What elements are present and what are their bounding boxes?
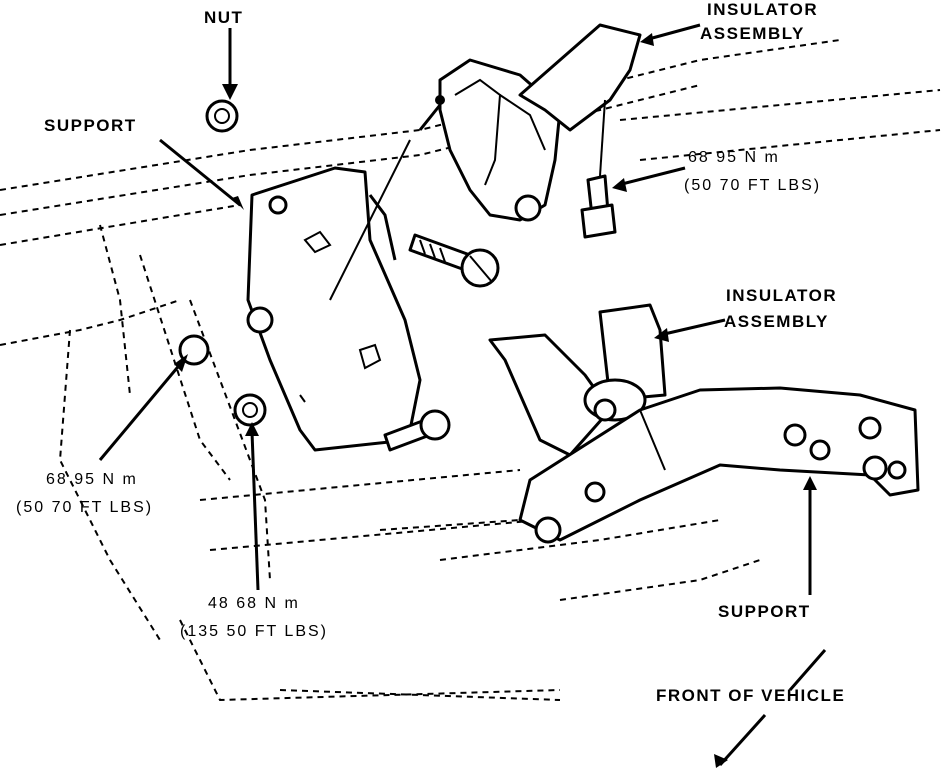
- upper-insulator-assembly: [329, 23, 642, 301]
- center-bolt: [408, 233, 500, 288]
- lower-bolt: [383, 409, 451, 452]
- insulator-assembly-label-top-line1: INSULATOR: [707, 0, 819, 19]
- torque-label-bottom-line1: 48 68 N m: [208, 595, 300, 612]
- leader-lines: [98, 23, 827, 768]
- right-bolt: [580, 99, 617, 239]
- torque-label-left-line2: (50 70 FT LBS): [16, 499, 154, 516]
- front-of-vehicle-label: FRONT OF VEHICLE: [656, 686, 846, 705]
- left-support-plate: [246, 166, 422, 452]
- torque-label-left-line1: 68 95 N m: [46, 471, 138, 488]
- frame-rail-dashed-lines: [0, 39, 941, 702]
- right-support-bracket: [518, 386, 920, 544]
- nut-label: NUT: [204, 8, 244, 27]
- torque-label-right-line1: 68 95 N m: [688, 149, 780, 166]
- nut-part: [205, 99, 239, 133]
- insulator-assembly-label-mid-line1: INSULATOR: [726, 286, 838, 305]
- insulator-assembly-label-mid-line2: ASSEMBLY: [724, 312, 829, 331]
- insulator-assembly-label-top-line2: ASSEMBLY: [700, 24, 805, 43]
- torque-label-bottom-line2: (135 50 FT LBS): [180, 623, 328, 640]
- bolt-hole: [246, 306, 274, 334]
- lower-insulator-assembly: [488, 303, 667, 457]
- support-label-right: SUPPORT: [718, 602, 811, 621]
- bottom-nut: [233, 393, 267, 427]
- bolt-hole: [268, 195, 288, 215]
- torque-label-right-line2: (50 70 FT LBS): [684, 177, 822, 194]
- support-label-left: SUPPORT: [44, 116, 137, 135]
